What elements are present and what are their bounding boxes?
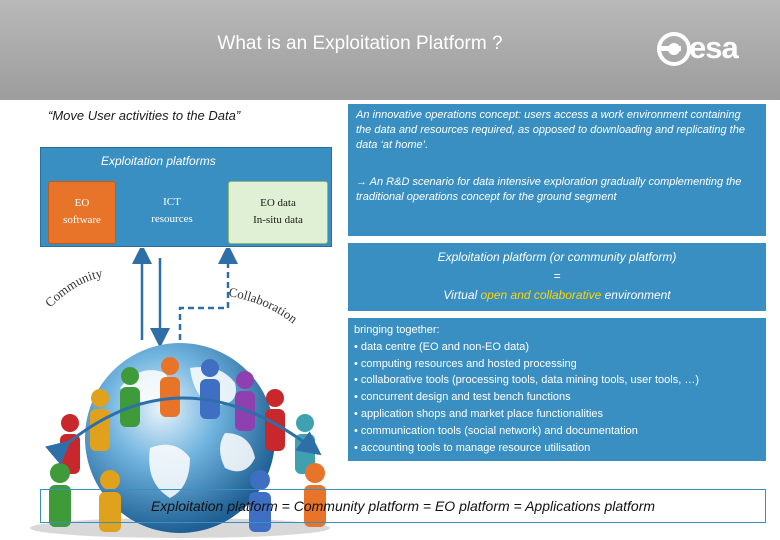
features-line: • concurrent design and test bench funct… bbox=[354, 391, 571, 404]
ict-resources-line1: ICT bbox=[163, 196, 181, 208]
concept-paragraph: An innovative operations concept: users … bbox=[356, 109, 745, 151]
features-line: bringing together: bbox=[354, 324, 440, 336]
eo-software-box: EO software bbox=[48, 181, 116, 244]
ict-resources-line2: resources bbox=[151, 213, 193, 225]
esa-logo: esa bbox=[656, 28, 764, 70]
features-line: • communication tools (social network) a… bbox=[354, 424, 638, 437]
definition-panel: Exploitation platform (or community plat… bbox=[348, 243, 766, 311]
eo-data-line2: In-situ data bbox=[253, 214, 303, 226]
slide-title: What is an Exploitation Platform ? bbox=[217, 33, 503, 54]
features-line: • data centre (EO and non-EO data) bbox=[354, 340, 530, 353]
ict-resources-box: ICT resources bbox=[133, 181, 211, 244]
features-panel: bringing together: • data centre (EO and… bbox=[348, 318, 766, 461]
concept-panel: An innovative operations concept: users … bbox=[348, 104, 766, 236]
definition-equals: = bbox=[553, 269, 561, 283]
footer-equation: Exploitation platform = Community platfo… bbox=[40, 489, 766, 523]
features-line: • accounting tools to manage resource ut… bbox=[354, 441, 591, 454]
definition-highlight: open and collaborative bbox=[480, 288, 602, 302]
features-line: • application shops and market place fun… bbox=[354, 407, 604, 420]
definition-suffix: environment bbox=[601, 288, 671, 302]
eo-software-line1: EO bbox=[74, 197, 90, 209]
collaboration-label: Collaboration bbox=[228, 284, 301, 326]
rnd-paragraph: → An R&D scenario for data intensive exp… bbox=[356, 176, 742, 203]
community-globe-diagram: Community Collaboration bbox=[30, 248, 330, 538]
features-line: • computing resources and hosted process… bbox=[354, 357, 577, 370]
slide-header: What is an Exploitation Platform ? esa bbox=[0, 0, 780, 100]
esa-logo-text: esa bbox=[689, 30, 739, 65]
exploitation-platforms-box: Exploitation platforms EO software ICT r… bbox=[40, 147, 332, 247]
exploitation-platforms-title: Exploitation platforms bbox=[101, 154, 216, 168]
eo-data-line1: EO data bbox=[260, 197, 296, 209]
definition-prefix: Virtual bbox=[443, 288, 481, 302]
community-arc-arrow bbox=[45, 396, 322, 465]
definition-line3: Virtual open and collaborative environme… bbox=[348, 286, 766, 305]
definition-line1: Exploitation platform (or community plat… bbox=[437, 250, 677, 264]
eo-data-box: EO data In-situ data bbox=[228, 181, 328, 244]
eo-software-line2: software bbox=[63, 214, 101, 226]
platform-arrows bbox=[132, 248, 238, 348]
esa-logo-icon bbox=[657, 32, 691, 66]
community-label: Community bbox=[42, 265, 104, 310]
features-line: • collaborative tools (processing tools,… bbox=[354, 374, 700, 387]
quote-text: “Move User activities to the Data” bbox=[48, 108, 241, 123]
